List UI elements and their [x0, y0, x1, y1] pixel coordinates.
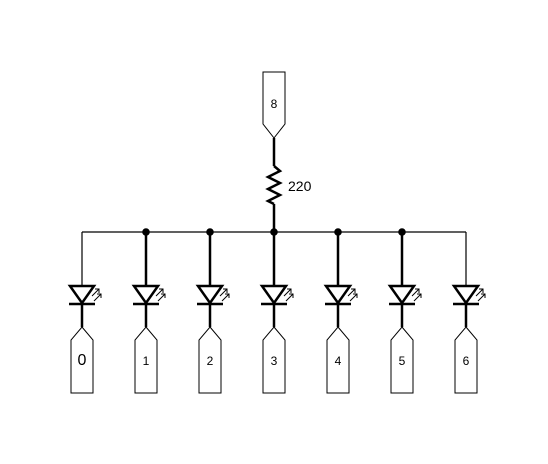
led-arrow-line-b-6: [477, 293, 486, 302]
led-arrow-head-b-0: [97, 293, 102, 298]
led-emission-arrows-2: [219, 288, 230, 302]
led-triangle-6: [451, 284, 481, 306]
led-triangle-5: [387, 284, 417, 306]
resistor: 220: [265, 165, 312, 206]
led-arrow-line-a-2: [219, 288, 228, 297]
led-column-5: 5: [387, 228, 422, 394]
led-arrow-head-a-4: [351, 288, 356, 293]
led-pin-connector-2: [198, 326, 222, 394]
led-emission-arrows-1: [155, 288, 166, 302]
led-pin-connector-6: [454, 326, 478, 394]
led-column-0: 0: [67, 232, 102, 394]
top-pin-connector: 8: [262, 71, 286, 139]
led-triangle-4: [323, 284, 353, 306]
led-emission-arrows-0: [91, 288, 102, 302]
led-pin-label-5: 5: [399, 354, 406, 368]
led-arrow-head-b-3: [289, 293, 294, 298]
led-arrow-line-a-6: [475, 288, 484, 297]
led-arrow-head-b-6: [481, 293, 486, 298]
led-pin-connector-4: [326, 326, 350, 394]
led-arrow-line-b-2: [221, 293, 230, 302]
resistor-label: 220: [288, 178, 312, 194]
led-arrow-head-a-6: [479, 288, 484, 293]
led-arrow-line-a-3: [283, 288, 292, 297]
led-emission-arrows-4: [347, 288, 358, 302]
led-arrow-head-a-0: [95, 288, 100, 293]
resistor-zigzag: [265, 165, 283, 206]
led-arrow-head-a-1: [159, 288, 164, 293]
led-arrow-head-b-2: [225, 293, 230, 298]
led-arrow-head-b-4: [353, 293, 358, 298]
top-pin-label: 8: [271, 97, 278, 111]
led-arrow-head-b-1: [161, 293, 166, 298]
led-column-4: 4: [323, 228, 358, 394]
led-pin-label-3: 3: [271, 354, 278, 368]
led-arrow-line-b-1: [157, 293, 166, 302]
led-emission-arrows-5: [411, 288, 422, 302]
led-pin-label-6: 6: [463, 354, 470, 368]
led-pin-label-0: 0: [78, 352, 87, 369]
led-arrow-head-a-3: [287, 288, 292, 293]
led-arrow-line-b-5: [413, 293, 422, 302]
led-emission-arrows-3: [283, 288, 294, 302]
led-triangle-1: [131, 284, 161, 306]
led-array: 0 1 2 3 4 5 6: [67, 228, 486, 394]
led-pin-connector-5: [390, 326, 414, 394]
led-arrow-line-b-4: [349, 293, 358, 302]
led-triangle-0: [67, 284, 97, 306]
led-triangle-2: [195, 284, 225, 306]
top-pin-body: [262, 71, 286, 139]
led-column-6: 6: [451, 232, 486, 394]
led-arrow-line-a-0: [91, 288, 100, 297]
led-arrow-head-b-5: [417, 293, 422, 298]
led-column-3: 3: [259, 228, 294, 394]
led-column-2: 2: [195, 228, 230, 394]
led-pin-connector-3: [262, 326, 286, 394]
led-pin-label-2: 2: [207, 354, 214, 368]
led-pin-label-4: 4: [335, 354, 342, 368]
led-pin-label-1: 1: [143, 354, 150, 368]
led-arrow-head-a-5: [415, 288, 420, 293]
led-arrow-line-a-1: [155, 288, 164, 297]
led-pin-connector-0: [70, 326, 94, 394]
led-triangle-3: [259, 284, 289, 306]
led-arrow-line-b-3: [285, 293, 294, 302]
led-pin-connector-1: [134, 326, 158, 394]
led-arrow-head-a-2: [223, 288, 228, 293]
led-arrow-line-b-0: [93, 293, 102, 302]
led-arrow-line-a-5: [411, 288, 420, 297]
led-arrow-line-a-4: [347, 288, 356, 297]
led-column-1: 1: [131, 228, 166, 394]
led-emission-arrows-6: [475, 288, 486, 302]
